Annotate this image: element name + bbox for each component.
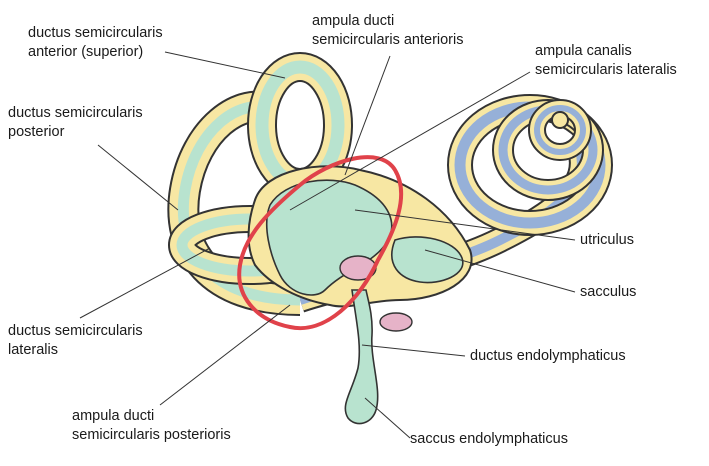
- label-amp-post-line2: semicircularis posterioris: [72, 426, 231, 445]
- label-lat-canal-line1: ductus semicircularis: [8, 322, 143, 341]
- leader-amp-post: [160, 305, 290, 405]
- label-amp-lat: ampula canalis semicircularis lateralis: [535, 42, 677, 80]
- label-post-canal: ductus semicircularis posterior: [8, 104, 143, 142]
- label-post-canal-line2: posterior: [8, 123, 143, 142]
- label-lat-canal: ductus semicircularis lateralis: [8, 322, 143, 360]
- label-amp-lat-line1: ampula canalis: [535, 42, 677, 61]
- leader-post-canal: [98, 145, 178, 210]
- label-saccus-endo: saccus endolymphaticus: [410, 430, 568, 449]
- leader-ant-canal: [165, 52, 285, 78]
- leader-duct-endo: [362, 345, 465, 356]
- label-amp-lat-line2: semicircularis lateralis: [535, 61, 677, 80]
- label-amp-ant: ampula ducti semicircularis anterioris: [312, 12, 463, 50]
- label-ant-canal: ductus semicircularis anterior (superior…: [28, 24, 163, 62]
- label-duct-endo: ductus endolymphaticus: [470, 347, 626, 366]
- label-ant-canal-line2: anterior (superior): [28, 43, 163, 62]
- label-utriculus: utriculus: [580, 231, 634, 250]
- label-amp-post: ampula ducti semicircularis posterioris: [72, 407, 231, 445]
- label-sacculus: sacculus: [580, 283, 636, 302]
- label-amp-ant-line1: ampula ducti: [312, 12, 463, 31]
- label-lat-canal-line2: lateralis: [8, 341, 143, 360]
- leader-lat-canal: [80, 248, 210, 318]
- label-amp-post-line1: ampula ducti: [72, 407, 231, 426]
- label-post-canal-line1: ductus semicircularis: [8, 104, 143, 123]
- label-ant-canal-line1: ductus semicircularis: [28, 24, 163, 43]
- endolymphatic-duct: [345, 290, 377, 424]
- label-amp-ant-line2: semicircularis anterioris: [312, 31, 463, 50]
